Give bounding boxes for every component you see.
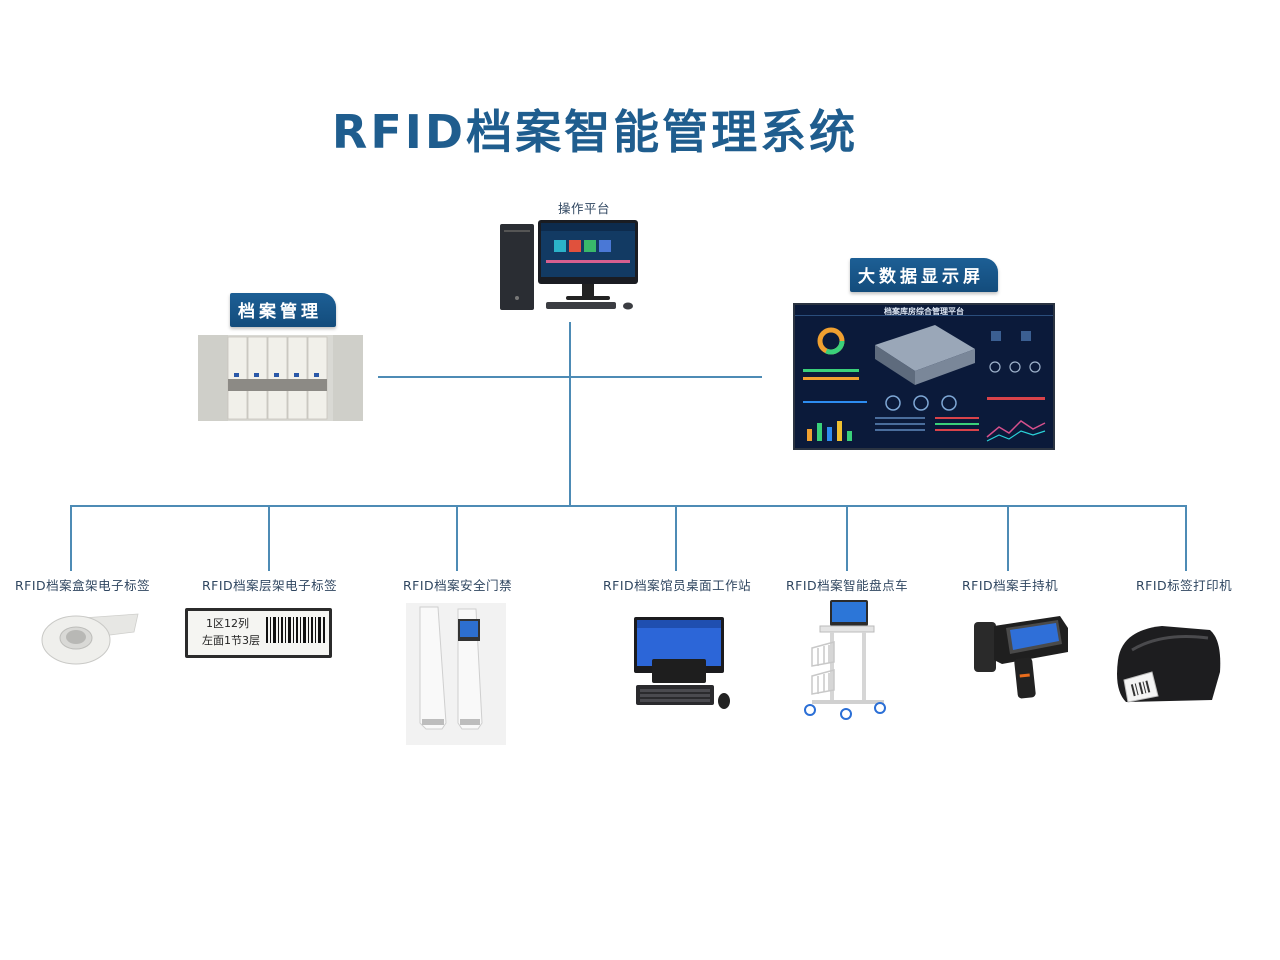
big-data-display-tag: 大数据显示屏	[850, 258, 998, 292]
device-label-inventory-cart: RFID档案智能盘点车	[786, 578, 909, 593]
desktop-workstation-icon	[634, 617, 730, 709]
dashboard-screen-title: 档案库房综合管理平台	[884, 307, 964, 316]
device-label-layer-shelf-tag: RFID档案层架电子标签	[202, 578, 338, 593]
inventory-cart-icon	[804, 600, 886, 720]
connector-drop-6	[1007, 505, 1009, 571]
shelf-label-card: 1区12列 左面1节3层	[185, 608, 332, 658]
device-label-label-printer: RFID标签打印机	[1136, 578, 1233, 593]
device-label-security-gate: RFID档案安全门禁	[403, 578, 513, 593]
connector-drop-5	[846, 505, 848, 571]
shelf-label-line1: 1区12列	[206, 617, 249, 630]
connector-drop-4	[675, 505, 677, 571]
device-label-handheld: RFID档案手持机	[962, 578, 1059, 593]
connector-vertical-main	[569, 322, 571, 507]
device-label-desktop-workstation: RFID档案馆员桌面工作站	[603, 578, 752, 593]
device-label-shelf-box-tag: RFID档案盒架电子标签	[15, 578, 151, 593]
archive-cabinet-image	[198, 335, 363, 421]
connector-drop-1	[70, 505, 72, 571]
barcode-icon	[266, 617, 325, 643]
label-printer-icon	[1117, 626, 1221, 703]
connector-drop-2	[268, 505, 270, 571]
operation-platform-label: 操作平台	[558, 201, 611, 216]
handheld-terminal-icon	[974, 616, 1068, 699]
connector-horizontal-bottom	[70, 505, 1187, 507]
tag-roll-icon	[41, 613, 139, 665]
page-title: RFID档案智能管理系统	[331, 105, 859, 159]
dashboard-graphics	[795, 315, 1053, 442]
desktop-computer-icon	[500, 220, 638, 310]
security-gate-icon	[406, 603, 506, 745]
archive-management-tag: 档案管理	[230, 293, 336, 327]
shelf-label-line2: 左面1节3层	[202, 634, 260, 647]
dashboard-screen: 档案库房综合管理平台	[793, 303, 1055, 450]
connector-drop-7	[1185, 505, 1187, 571]
connector-drop-3	[456, 505, 458, 571]
